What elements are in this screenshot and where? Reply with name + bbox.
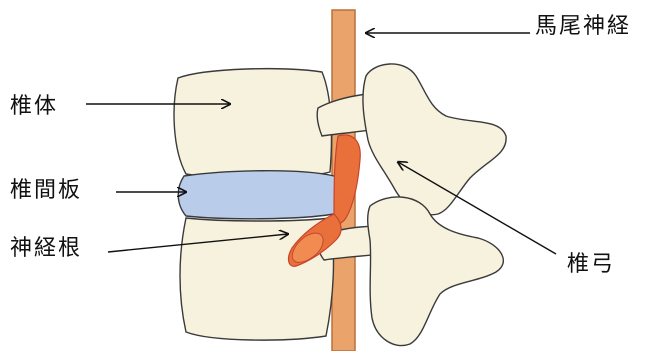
upper-vertebral-arch [363, 64, 506, 215]
nerve-root-upper [334, 135, 360, 224]
label-intervertebral-disc: 椎間板 [10, 180, 82, 202]
label-vertebral-body: 椎体 [10, 96, 58, 118]
intervertebral-disc [178, 171, 343, 219]
upper-vertebral-body [174, 69, 331, 179]
lower-vertebral-arch [368, 197, 504, 346]
label-nerve-root: 神経根 [10, 238, 82, 260]
label-cauda-equina: 馬尾神経 [535, 16, 631, 38]
label-vertebral-arch: 椎弓 [567, 254, 615, 276]
